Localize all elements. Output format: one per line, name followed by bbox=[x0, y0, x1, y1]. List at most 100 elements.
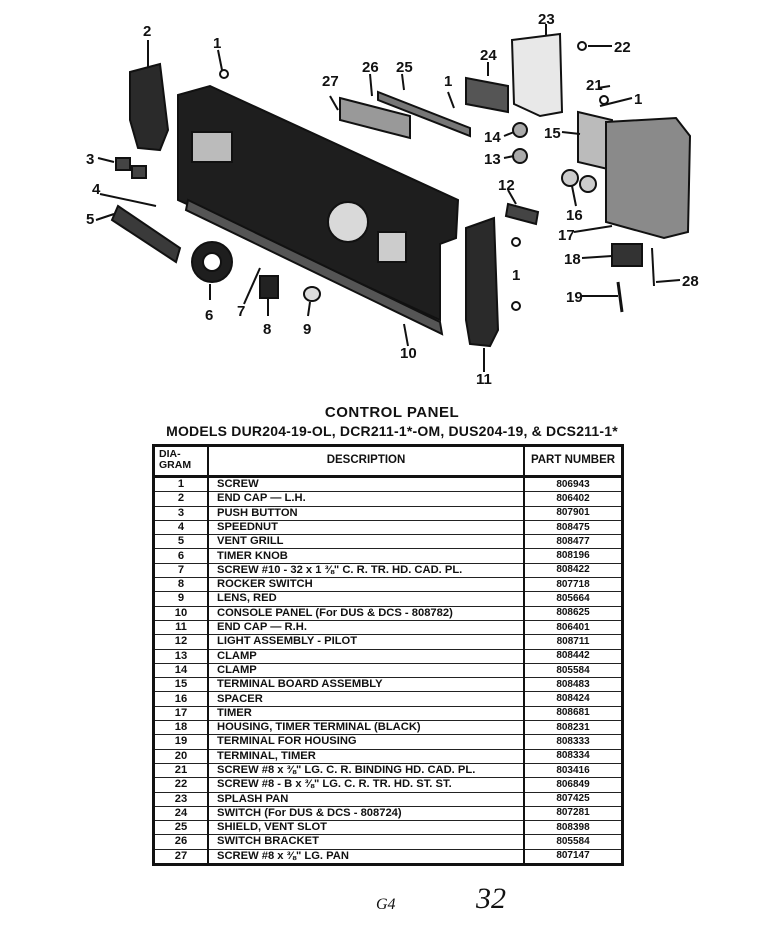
row-part-number: 807901 bbox=[523, 506, 624, 521]
row-description: CLAMP bbox=[207, 649, 525, 664]
callout-1d: 1 bbox=[512, 267, 520, 284]
row-description: SCREW #8 - B x ⅜" LG. C. R. TR. HD. ST. … bbox=[207, 777, 525, 793]
callout-21: 21 bbox=[586, 77, 603, 94]
models-subtitle: MODELS DUR204-19-OL, DCR211-1*-OM, DUS20… bbox=[166, 423, 618, 439]
row-description: SPEEDNUT bbox=[207, 520, 525, 536]
callout-7: 7 bbox=[237, 303, 245, 320]
callout-22: 22 bbox=[614, 39, 631, 56]
row-description: TIMER bbox=[207, 706, 525, 722]
end-cap-lh-shape bbox=[129, 62, 170, 152]
row-description: PUSH BUTTON bbox=[207, 506, 525, 521]
row-description: SPLASH PAN bbox=[207, 792, 525, 807]
timer-shape bbox=[605, 116, 692, 240]
row-diagram-number: 24 bbox=[152, 806, 209, 822]
row-diagram-number: 27 bbox=[152, 849, 209, 866]
row-diagram-number: 11 bbox=[152, 620, 209, 636]
timer-dial-shape bbox=[327, 201, 369, 243]
callout-9: 9 bbox=[303, 321, 311, 338]
page-code: G4 bbox=[376, 896, 396, 913]
row-diagram-number: 7 bbox=[152, 563, 209, 579]
callout-8: 8 bbox=[263, 321, 271, 338]
row-description: LENS, RED bbox=[207, 591, 525, 607]
row-description: TERMINAL, TIMER bbox=[207, 749, 525, 764]
row-description: SCREW bbox=[207, 476, 525, 493]
callout-16: 16 bbox=[566, 207, 583, 224]
callout-4: 4 bbox=[92, 181, 101, 198]
row-diagram-number: 15 bbox=[152, 677, 209, 693]
row-diagram-number: 3 bbox=[152, 506, 209, 521]
row-description: ROCKER SWITCH bbox=[207, 577, 525, 593]
callout-17: 17 bbox=[558, 227, 575, 244]
row-part-number: 808477 bbox=[523, 534, 624, 550]
vent-grill-shape bbox=[110, 204, 182, 264]
callout-12: 12 bbox=[498, 177, 515, 194]
row-description: SCREW #8 x ⅜" LG. PAN bbox=[207, 849, 525, 866]
row-part-number: 807718 bbox=[523, 577, 624, 593]
exploded-parts-diagram: 2 1 3 4 5 6 7 8 9 10 11 12 13 14 15 16 1… bbox=[86, 11, 699, 388]
row-part-number: 806849 bbox=[523, 777, 624, 793]
row-part-number: 808333 bbox=[523, 734, 624, 750]
row-diagram-number: 17 bbox=[152, 706, 209, 722]
row-part-number: 808475 bbox=[523, 520, 624, 536]
row-part-number: 806402 bbox=[523, 491, 624, 507]
row-part-number: 808231 bbox=[523, 720, 624, 736]
row-description: CLAMP bbox=[207, 663, 525, 679]
row-part-number: 808196 bbox=[523, 548, 624, 564]
row-description: TERMINAL BOARD ASSEMBLY bbox=[207, 677, 525, 693]
row-part-number: 806943 bbox=[523, 476, 624, 493]
row-description: TIMER KNOB bbox=[207, 548, 525, 564]
row-diagram-number: 13 bbox=[152, 649, 209, 664]
row-diagram-number: 9 bbox=[152, 591, 209, 607]
row-diagram-number: 20 bbox=[152, 749, 209, 764]
row-description: SWITCH BRACKET bbox=[207, 834, 525, 850]
callout-15: 15 bbox=[544, 125, 561, 142]
header-diagram: DIA- GRAM bbox=[152, 445, 209, 478]
row-diagram-number: 6 bbox=[152, 548, 209, 564]
row-diagram-number: 1 bbox=[152, 476, 209, 493]
row-diagram-number: 21 bbox=[152, 763, 209, 779]
header-part-number: PART NUMBER bbox=[523, 445, 624, 478]
row-part-number: 805584 bbox=[523, 834, 624, 850]
callout-1: 1 bbox=[213, 35, 221, 52]
callout-28: 28 bbox=[682, 273, 699, 290]
row-diagram-number: 10 bbox=[152, 606, 209, 621]
row-diagram-number: 26 bbox=[152, 834, 209, 850]
row-diagram-number: 5 bbox=[152, 534, 209, 550]
row-part-number: 808334 bbox=[523, 749, 624, 764]
row-part-number: 808483 bbox=[523, 677, 624, 693]
row-description: VENT GRILL bbox=[207, 534, 525, 550]
row-part-number: 808442 bbox=[523, 649, 624, 664]
row-part-number: 808424 bbox=[523, 691, 624, 707]
row-diagram-number: 16 bbox=[152, 691, 209, 707]
parts-table-header: DIA- GRAM DESCRIPTION PART NUMBER bbox=[152, 445, 624, 478]
callout-10: 10 bbox=[400, 345, 417, 362]
row-diagram-number: 19 bbox=[152, 734, 209, 750]
title-block: CONTROL PANEL MODELS DUR204-19-OL, DCR21… bbox=[0, 404, 784, 439]
row-description: SWITCH (For DUS & DCS - 808724) bbox=[207, 806, 525, 822]
row-description: SCREW #8 x ⅜" LG. C. R. BINDING HD. CAD.… bbox=[207, 763, 525, 779]
callout-26: 26 bbox=[362, 59, 379, 76]
end-cap-rh-shape bbox=[465, 216, 500, 348]
row-description: TERMINAL FOR HOUSING bbox=[207, 734, 525, 750]
row-part-number: 808625 bbox=[523, 606, 624, 621]
callout-1b: 1 bbox=[444, 73, 452, 90]
